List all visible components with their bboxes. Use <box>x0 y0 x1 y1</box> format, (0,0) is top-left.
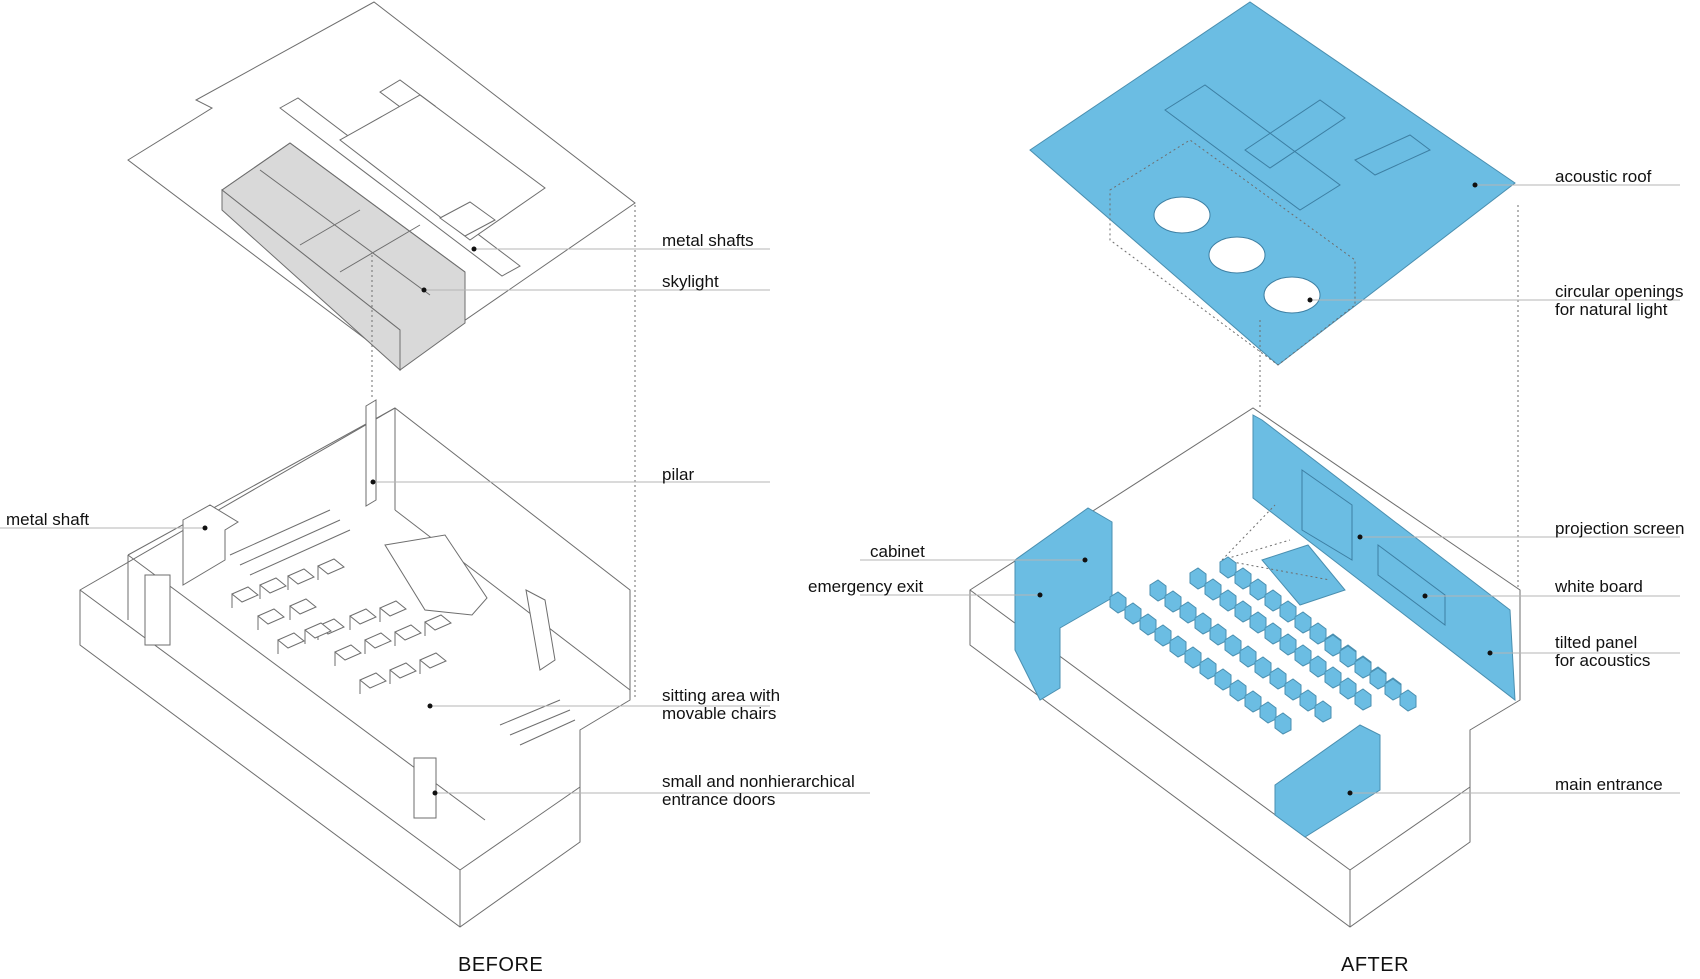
label-sitting-area-line1: sitting area with <box>662 686 781 705</box>
label-cabinet: cabinet <box>870 542 925 561</box>
chair <box>334 644 362 666</box>
seat <box>1314 700 1332 723</box>
chair <box>317 558 345 580</box>
label-tilted-panel: tilted panel for acoustics <box>1555 634 1650 670</box>
label-tilted-panel-line1: tilted panel <box>1555 633 1638 652</box>
seat <box>1399 689 1417 712</box>
seat <box>1274 712 1292 735</box>
chair <box>419 652 447 674</box>
after-room <box>969 407 1521 928</box>
label-sitting-area-line2: movable chairs <box>662 704 777 723</box>
before-roof <box>127 1 636 700</box>
caption-after: AFTER <box>1341 954 1410 976</box>
label-metal-shaft: metal shaft <box>6 510 90 529</box>
label-acoustic-roof: acoustic roof <box>1555 167 1652 186</box>
label-pilar: pilar <box>662 465 695 484</box>
chair <box>424 614 452 636</box>
fixed-seat-rows <box>1109 556 1417 735</box>
chair <box>259 577 287 599</box>
label-emergency-exit: emergency exit <box>808 577 924 596</box>
chair <box>277 632 305 654</box>
label-circular-openings: circular openings for natural light <box>1555 283 1684 319</box>
chair <box>287 568 315 590</box>
label-metal-shafts: metal shafts <box>662 231 754 250</box>
chair <box>364 632 392 654</box>
caption-before: BEFORE <box>458 954 544 976</box>
chair <box>394 624 422 646</box>
chair <box>257 608 285 630</box>
after-roof <box>1029 1 1519 700</box>
chair <box>359 672 387 694</box>
label-projection-screen: projection screen <box>1555 519 1685 538</box>
label-white-board: white board <box>1555 577 1643 596</box>
label-circular-openings-line1: circular openings <box>1555 282 1684 301</box>
seat <box>1354 688 1372 711</box>
chair <box>289 598 317 620</box>
label-entrance-doors: small and nonhierarchical entrance doors <box>662 773 855 809</box>
label-main-entrance: main entrance <box>1555 775 1663 794</box>
chair <box>231 586 259 608</box>
label-sitting-area: sitting area with movable chairs <box>662 687 780 723</box>
label-skylight: skylight <box>662 272 719 291</box>
leader-lines <box>0 182 1680 796</box>
label-circular-openings-line2: for natural light <box>1555 300 1668 319</box>
before-room <box>79 399 631 928</box>
chair <box>304 622 332 644</box>
chair <box>389 662 417 684</box>
label-entrance-doors-line1: small and nonhierarchical <box>662 772 855 791</box>
movable-chairs <box>231 558 452 694</box>
label-entrance-doors-line2: entrance doors <box>662 790 776 809</box>
label-tilted-panel-line2: for acoustics <box>1555 651 1651 670</box>
chair <box>379 600 407 622</box>
chair <box>349 608 377 630</box>
